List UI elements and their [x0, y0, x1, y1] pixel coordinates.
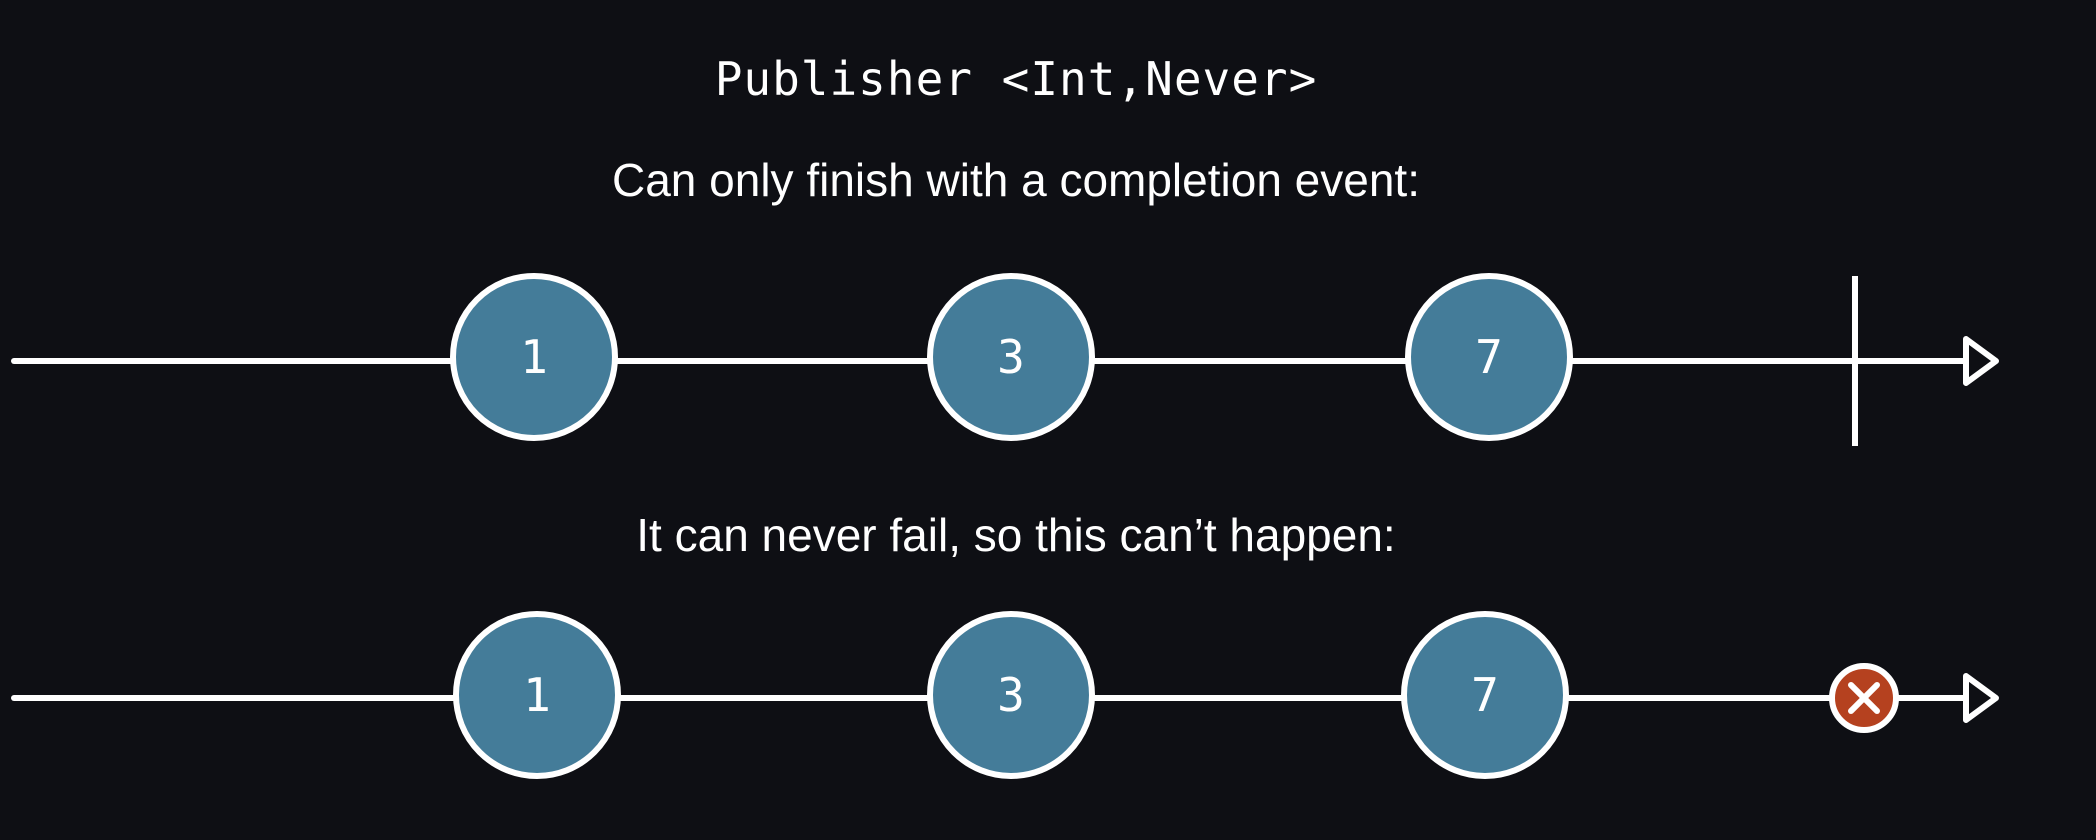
marble-event: 1	[450, 273, 618, 441]
marble-circle	[1405, 273, 1573, 441]
marble-circle	[927, 611, 1095, 779]
marble-label: 7	[1471, 668, 1499, 722]
marble-event: 7	[1401, 611, 1569, 779]
marble-circle	[450, 273, 618, 441]
marble-label: 3	[997, 330, 1025, 384]
marble-circle	[453, 611, 621, 779]
completion-caption: Can only finish with a completion event:	[612, 154, 1420, 206]
marble-event: 1	[453, 611, 621, 779]
diagram-title: Publisher <Int,Never>	[714, 52, 1318, 106]
marble-label: 7	[1475, 330, 1503, 384]
marble-circle	[1401, 611, 1569, 779]
arrow-head-icon	[1963, 336, 1999, 386]
marble-event: 7	[1405, 273, 1573, 441]
error-x-icon	[1829, 663, 1899, 733]
marble-label: 1	[520, 330, 548, 384]
timeline-completion: 1 3 7	[11, 273, 1999, 446]
marble-label: 3	[997, 668, 1025, 722]
arrow-head-icon	[1963, 673, 1999, 723]
error-x-stroke	[1848, 682, 1880, 714]
failure-caption: It can never fail, so this can’t happen:	[636, 509, 1396, 561]
marble-label: 1	[523, 668, 551, 722]
marble-event: 3	[927, 611, 1095, 779]
marble-circle	[927, 273, 1095, 441]
marble-event: 3	[927, 273, 1095, 441]
timeline-failure: 1 3 7	[11, 611, 1999, 779]
